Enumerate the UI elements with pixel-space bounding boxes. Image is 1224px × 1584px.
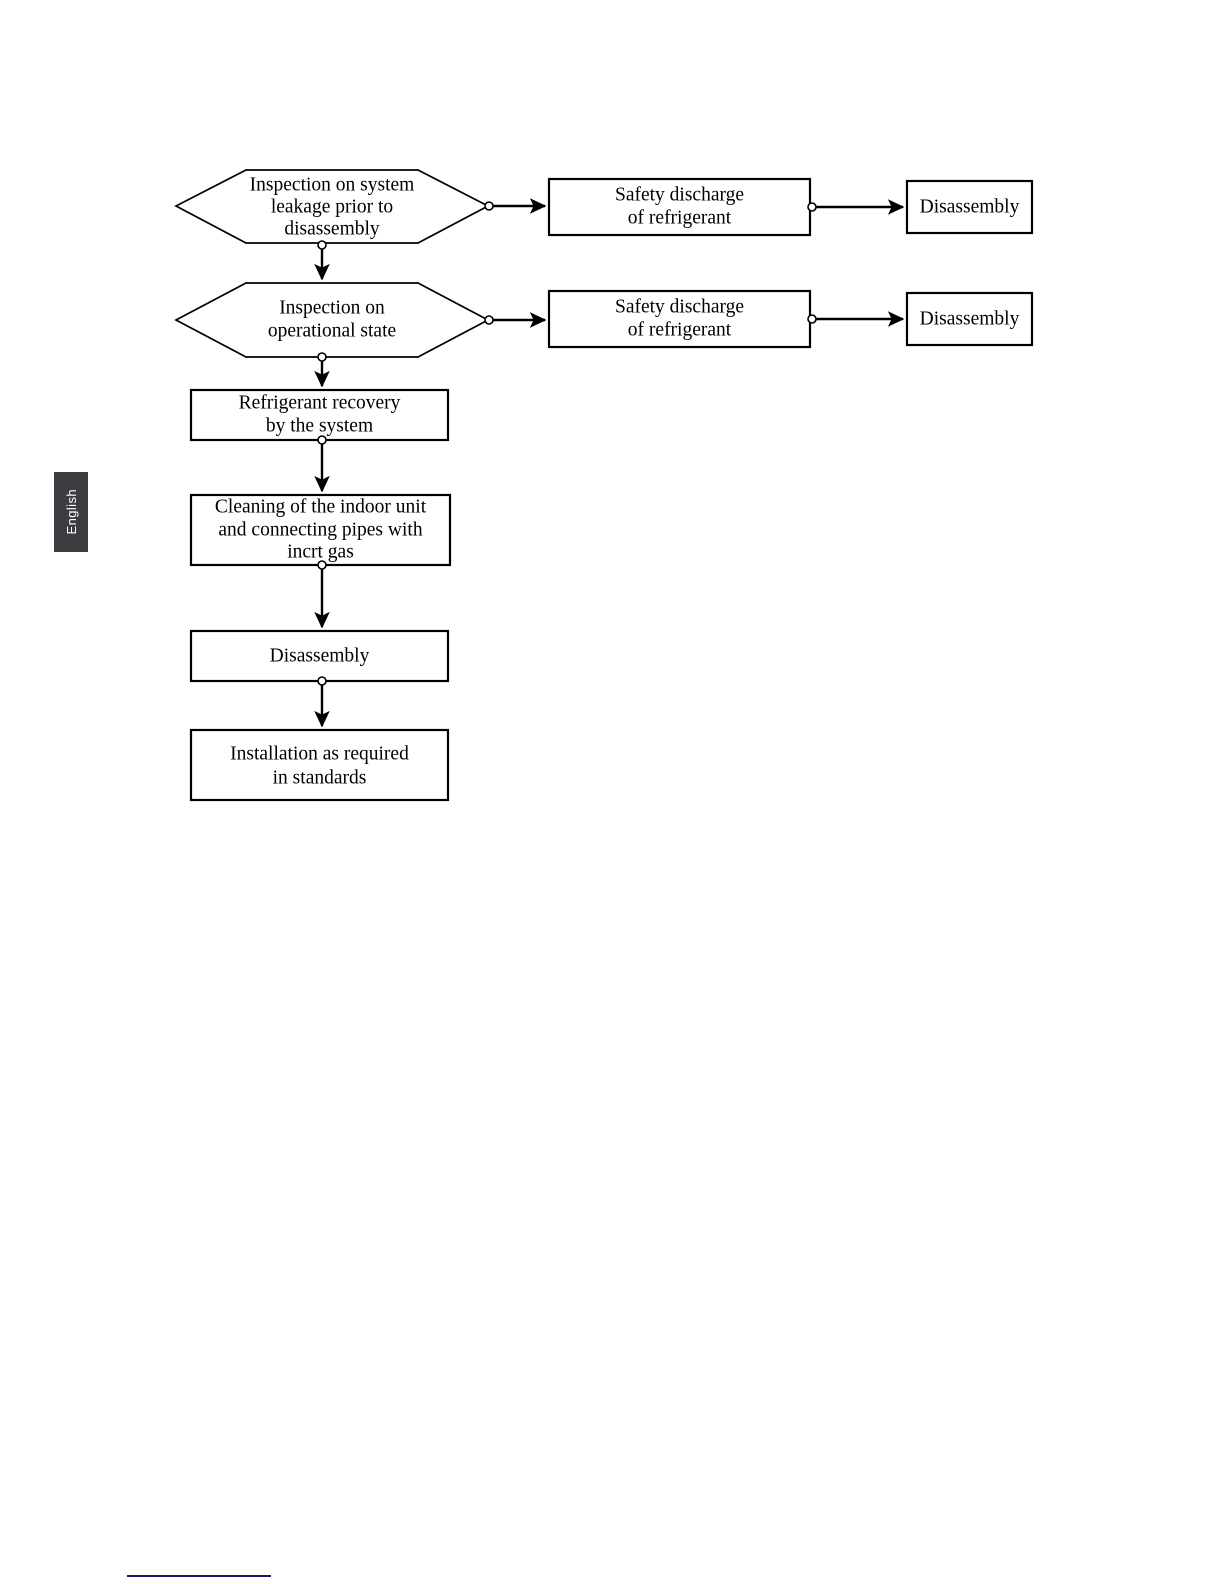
node-installation-standards-line-1: Installation as required <box>230 743 409 764</box>
node-disassembly-2-label: Disassembly <box>920 308 1020 329</box>
node-inspection-leakage: Inspection on system leakage prior to di… <box>174 169 490 244</box>
node-installation-standards: Installation as required in standards <box>189 728 450 802</box>
node-cleaning-indoor-unit-line-1: Cleaning of the indoor unit <box>215 496 427 517</box>
node-safety-discharge-1-line-1: Safety discharge <box>615 184 744 205</box>
language-tab: English <box>54 472 88 552</box>
footer-divider <box>127 1575 271 1577</box>
edge-operational-to-discharge <box>484 312 547 328</box>
node-safety-discharge-2-line-2: of refrigerant <box>628 319 732 340</box>
edge-leakage-to-operational <box>314 240 330 281</box>
node-disassembly-1-label: Disassembly <box>920 196 1020 217</box>
edge-discharge-to-disassembly-1 <box>807 199 905 215</box>
node-safety-discharge-2: Safety discharge of refrigerant <box>547 289 812 349</box>
node-cleaning-indoor-unit-line-2: and connecting pipes with <box>218 519 422 540</box>
edge-cleaning-to-disassembly <box>314 560 330 629</box>
node-refrigerant-recovery-line-2: by the system <box>266 415 373 436</box>
node-disassembly-1: Disassembly <box>905 179 1034 235</box>
node-refrigerant-recovery-line-1: Refrigerant recovery <box>239 392 401 413</box>
node-installation-standards-line-2: in standards <box>273 767 367 788</box>
node-safety-discharge-1-line-2: of refrigerant <box>628 207 732 228</box>
edge-operational-to-recovery <box>314 352 330 388</box>
node-disassembly-2: Disassembly <box>905 291 1034 347</box>
node-inspection-operational-line-1: Inspection on <box>279 297 385 318</box>
edge-discharge-to-disassembly-2 <box>807 311 905 327</box>
node-disassembly-main-label: Disassembly <box>270 645 370 666</box>
edge-recovery-to-cleaning <box>314 435 330 493</box>
node-inspection-leakage-line-2: leakage prior to <box>271 196 393 217</box>
edge-leakage-to-discharge <box>484 198 547 214</box>
edge-disassembly-to-installation <box>314 676 330 728</box>
node-safety-discharge-2-line-1: Safety discharge <box>615 296 744 317</box>
node-safety-discharge-1: Safety discharge of refrigerant <box>547 177 812 237</box>
node-disassembly-main: Disassembly <box>189 629 450 683</box>
node-inspection-operational-line-2: operational state <box>268 320 396 341</box>
node-refrigerant-recovery: Refrigerant recovery by the system <box>189 388 450 442</box>
node-cleaning-indoor-unit: Cleaning of the indoor unit and connecti… <box>189 493 452 567</box>
node-inspection-operational: Inspection on operational state <box>174 282 490 358</box>
node-cleaning-indoor-unit-line-3: incrt gas <box>287 541 354 562</box>
node-inspection-leakage-line-1: Inspection on system <box>250 174 415 195</box>
node-inspection-leakage-line-3: disassembly <box>284 218 380 239</box>
